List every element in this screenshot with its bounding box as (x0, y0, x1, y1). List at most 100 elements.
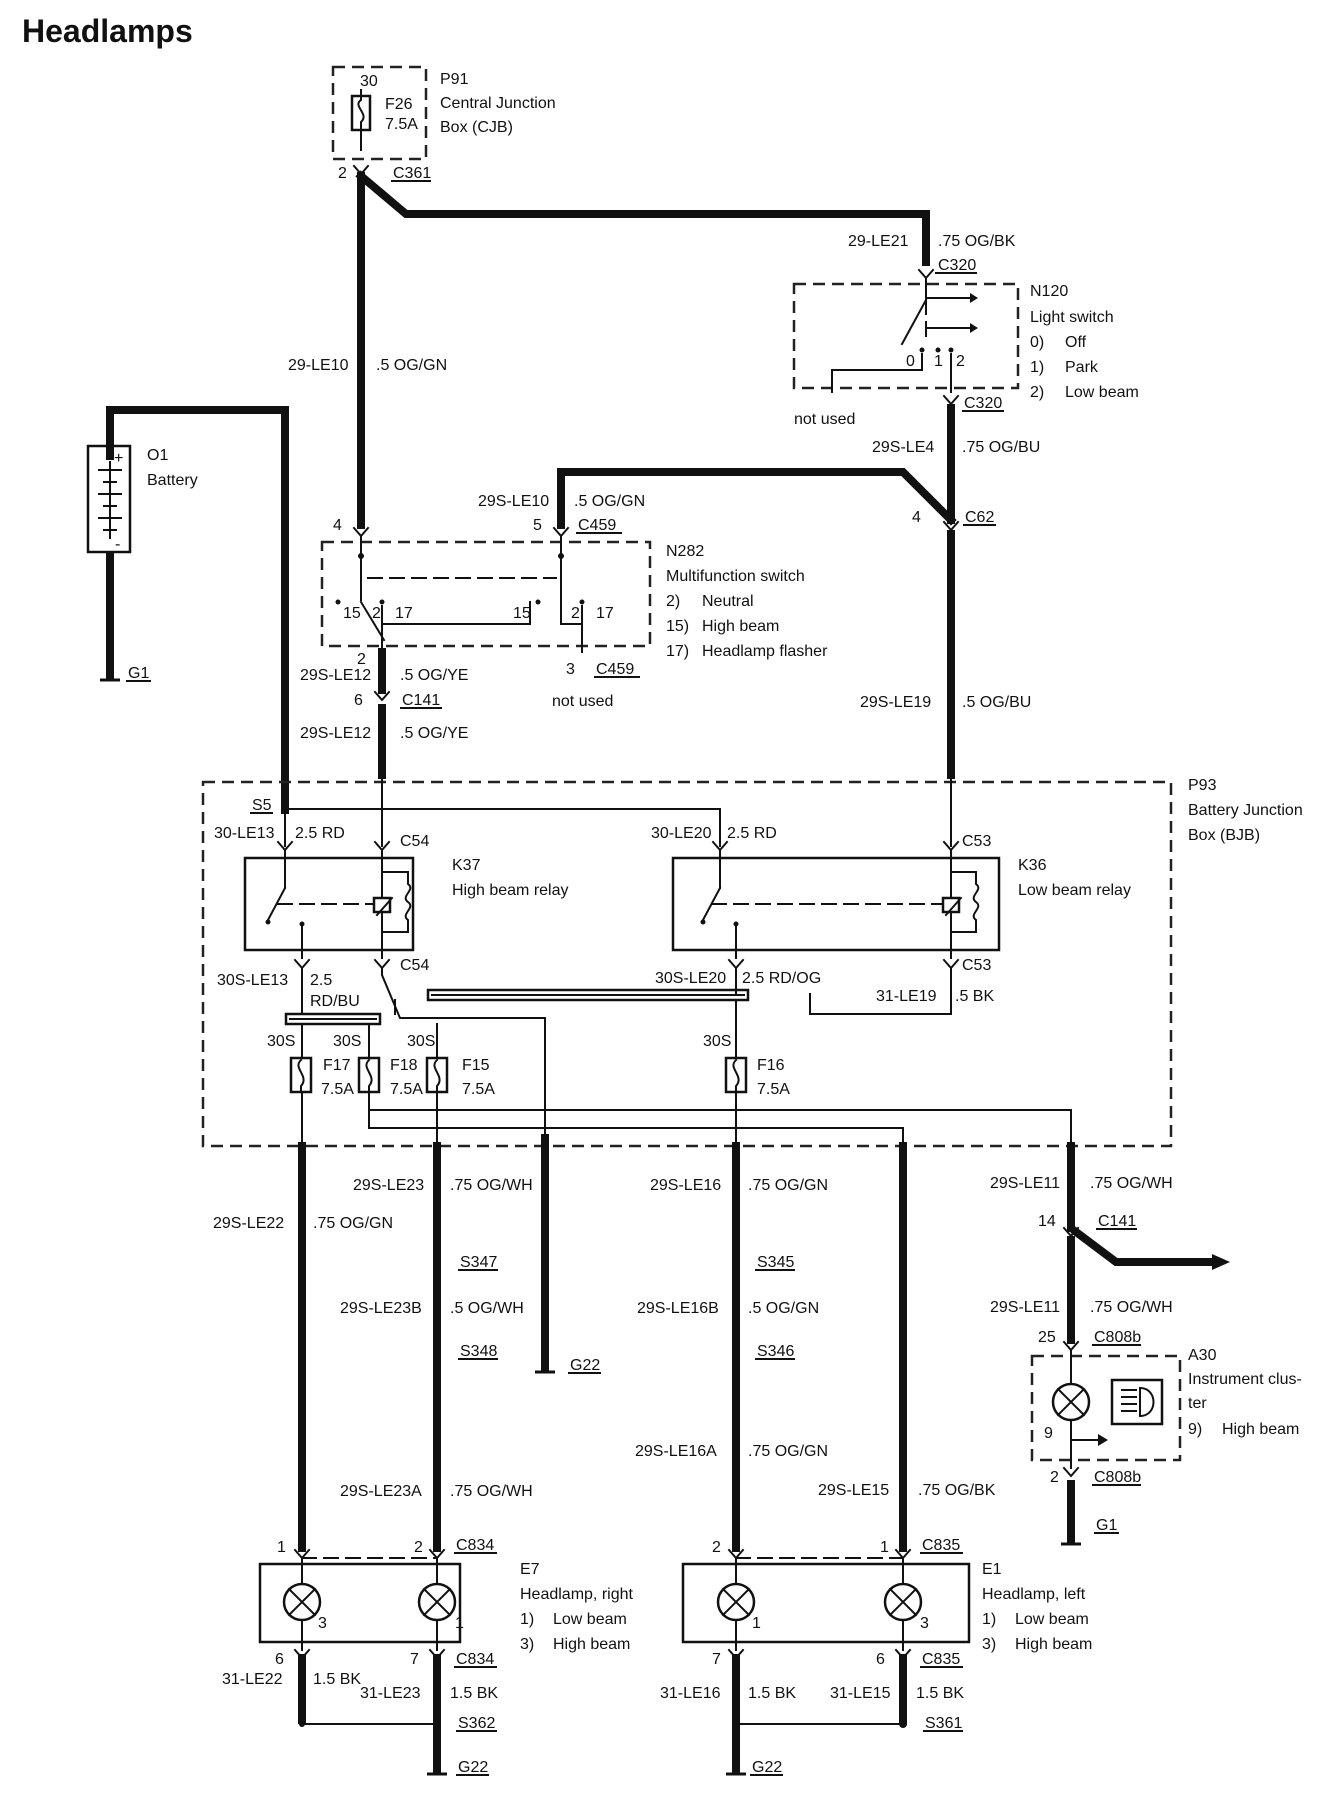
svg-text:1: 1 (455, 1615, 464, 1632)
svg-text:C835: C835 (922, 1651, 960, 1668)
svg-text:C808b: C808b (1094, 1329, 1141, 1346)
svg-text:S347: S347 (460, 1254, 497, 1271)
svg-text:C808b: C808b (1094, 1469, 1141, 1486)
svg-text:7.5A: 7.5A (757, 1081, 790, 1098)
svg-text:1): 1) (982, 1611, 996, 1628)
wire-label: 29S-LE15 (818, 1482, 889, 1499)
svg-text:2): 2) (666, 593, 680, 610)
svg-text:3): 3) (982, 1636, 996, 1653)
svg-text:S346: S346 (757, 1343, 794, 1360)
svg-text:1: 1 (752, 1615, 761, 1632)
bjb-fuses: 30S 30S 30S 30S F17 7.5A F18 7.5A F15 7.… (267, 1023, 1072, 1147)
wire-label: .5 OG/GN (574, 493, 645, 510)
svg-text:4: 4 (912, 509, 921, 526)
svg-text:ter: ter (1188, 1395, 1207, 1412)
svg-text:K36: K36 (1018, 857, 1047, 874)
c141-connector-lower: 14 C141 (1038, 1213, 1137, 1238)
relay-outputs: 30S-LE13 2.5 RD/BU C54 30S-LE20 2.5 RD/O… (217, 957, 994, 1139)
wire-label: .75 OG/WH (450, 1177, 533, 1194)
svg-text:O1: O1 (147, 447, 168, 464)
svg-text:C834: C834 (456, 1537, 494, 1554)
a30-instrument-cluster: 25 C808b 9 A30 Instrument clus- ter 9) H… (1030, 1329, 1302, 1546)
svg-text:2: 2 (338, 165, 347, 182)
svg-text:F16: F16 (757, 1057, 785, 1074)
wire-label: 1.5 BK (748, 1685, 796, 1702)
svg-text:15: 15 (343, 605, 361, 622)
svg-text:14: 14 (1038, 1213, 1056, 1230)
wire-label: 29S-LE22 (213, 1215, 284, 1232)
e1-headlamp-left: 2 1 C835 1 3 E1 Headlamp, left 1) Low be… (681, 1537, 1092, 1668)
svg-text:30-LE20: 30-LE20 (651, 825, 712, 842)
svg-text:0: 0 (906, 353, 915, 370)
svg-text:-: - (115, 536, 120, 553)
wire-label: 31-LE23 (360, 1685, 421, 1702)
wire-label: .75 OG/WH (450, 1483, 533, 1500)
wire-label: 1.5 BK (916, 1685, 964, 1702)
svg-text:0): 0) (1030, 334, 1044, 351)
wire-label: .75 OG/BK (938, 233, 1016, 250)
svg-text:17: 17 (596, 605, 614, 622)
wire-label: .75 OG/GN (748, 1443, 828, 1460)
svg-text:+: + (114, 450, 123, 467)
svg-text:Headlamp flasher: Headlamp flasher (702, 643, 828, 660)
svg-text:31-LE19: 31-LE19 (876, 988, 937, 1005)
svg-text:30S-LE13: 30S-LE13 (217, 972, 288, 989)
svg-text:C141: C141 (402, 692, 440, 709)
p91-central-junction-box: 30 F26 7.5A P91 Central Junction Box (CJ… (331, 65, 556, 182)
wire-label: 29S-LE23A (340, 1483, 422, 1500)
splice-label: S361 (925, 1715, 962, 1732)
ground-g22-middle: G22 (535, 1357, 601, 1374)
wire-label: 29S-LE19 (860, 694, 931, 711)
svg-text:2: 2 (571, 605, 580, 622)
page-title: Headlamps (22, 13, 193, 49)
svg-text:C459: C459 (596, 661, 634, 678)
wire-label: .5 OG/YE (400, 667, 468, 684)
svg-text:S348: S348 (460, 1343, 497, 1360)
svg-text:6: 6 (876, 1651, 885, 1668)
svg-text:not used: not used (552, 693, 613, 710)
wire-label: 31-LE22 (222, 1671, 283, 1688)
wire-label: .75 OG/GN (313, 1215, 393, 1232)
svg-text:15): 15) (666, 618, 689, 635)
wire-label: 29S-LE16 (650, 1177, 721, 1194)
svg-text:Headlamp, right: Headlamp, right (520, 1586, 634, 1603)
svg-text:2: 2 (372, 605, 381, 622)
svg-text:C361: C361 (393, 165, 431, 182)
wire-label: 1.5 BK (313, 1671, 361, 1688)
svg-text:C320: C320 (938, 257, 976, 274)
wire-label: 31-LE15 (830, 1685, 891, 1702)
svg-text:Neutral: Neutral (702, 593, 754, 610)
c141-connector-upper: 6 C141 (354, 690, 442, 709)
svg-text:1): 1) (1030, 359, 1044, 376)
svg-text:7: 7 (410, 1651, 419, 1668)
wire-label: 29S-LE11 (990, 1175, 1060, 1192)
svg-text:7.5A: 7.5A (462, 1081, 495, 1098)
svg-text:S345: S345 (757, 1254, 794, 1271)
ground-label: G22 (752, 1759, 782, 1776)
wire-label: .75 OG/WH (1090, 1175, 1173, 1192)
svg-text:Low beam relay: Low beam relay (1018, 882, 1131, 899)
wire-label: .5 OG/GN (748, 1300, 819, 1317)
svg-text:High beam relay: High beam relay (452, 882, 569, 899)
svg-text:F17: F17 (323, 1057, 351, 1074)
svg-text:30-LE13: 30-LE13 (214, 825, 275, 842)
svg-text:C320: C320 (964, 395, 1002, 412)
svg-text:2: 2 (357, 651, 366, 668)
svg-text:30S-LE20: 30S-LE20 (655, 970, 726, 987)
svg-text:Off: Off (1065, 334, 1087, 351)
svg-text:15: 15 (513, 605, 531, 622)
wire-label: .5 OG/WH (450, 1300, 524, 1317)
wire-label: 29S-LE12 (300, 667, 371, 684)
svg-text:F26: F26 (385, 96, 413, 113)
svg-text:7.5A: 7.5A (390, 1081, 423, 1098)
svg-text:9): 9) (1188, 1421, 1202, 1438)
svg-text:6: 6 (354, 692, 363, 709)
wire-label: .5 OG/BU (962, 694, 1031, 711)
svg-text:N120: N120 (1030, 283, 1068, 300)
svg-text:High beam: High beam (1222, 1421, 1299, 1438)
svg-text:C459: C459 (578, 517, 616, 534)
k36-low-beam-relay: K36 Low beam relay (671, 849, 1131, 959)
svg-text:6: 6 (275, 1651, 284, 1668)
n120-light-switch: C320 0 1 2 N120 Light switch 0) Off 1) P… (792, 257, 1139, 428)
